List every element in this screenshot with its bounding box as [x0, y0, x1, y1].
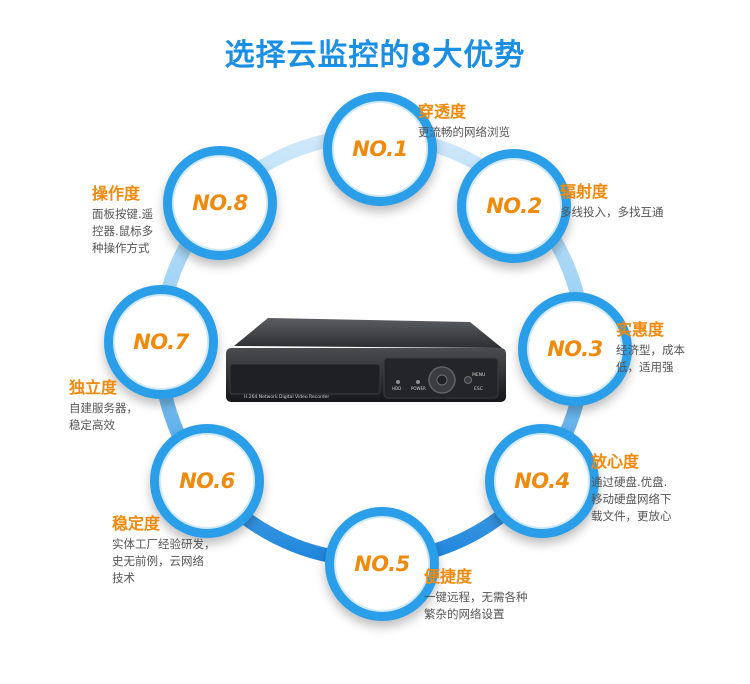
feature-heading: 独立度 — [69, 378, 118, 397]
dvr-front-label: H.264 Network Digital Video Recorder — [244, 394, 329, 400]
feature-1: 穿透度 更流畅的网络浏览 — [418, 102, 510, 141]
feature-heading: 辐射度 — [560, 182, 609, 201]
badge-no6: NO.6 — [150, 424, 264, 538]
badge-label: NO.3 — [547, 337, 603, 361]
badge-label: NO.7 — [133, 330, 189, 354]
badge-label: NO.8 — [192, 191, 248, 215]
badge-label: NO.1 — [352, 137, 408, 161]
feature-2: 辐射度 多线投入，多找互通 — [560, 182, 664, 221]
power-label: POWER — [411, 386, 426, 391]
feature-heading: 操作度 — [92, 184, 141, 203]
badge-label: NO.5 — [354, 552, 410, 576]
feature-desc: 面板按键.遥控器.鼠标多种操作方式 — [92, 207, 154, 255]
feature-desc: 经济型，成本低，适用强 — [616, 343, 685, 374]
hdd-label: HDD — [392, 386, 401, 391]
feature-heading: 放心度 — [591, 452, 640, 471]
dvr-device-image: H.264 Network Digital Video Recorder HDD… — [226, 318, 506, 402]
feature-heading: 穿透度 — [418, 102, 467, 121]
feature-5: 便捷度 一键远程，无需各种繁杂的网络设置 — [424, 567, 528, 623]
badge-no1: NO.1 — [323, 92, 437, 206]
feature-desc: 一键远程，无需各种繁杂的网络设置 — [424, 590, 528, 621]
feature-desc: 实体工厂经验研发，史无前例，云网络技术 — [112, 537, 216, 585]
badge-no3: NO.3 — [518, 292, 632, 406]
esc-label: ESC — [474, 386, 483, 392]
feature-6: 稳定度 实体工厂经验研发，史无前例，云网络技术 — [112, 514, 216, 587]
feature-4: 放心度 通过硬盘.优盘.移动硬盘网络下载文件，更放心 — [591, 452, 672, 525]
badge-no2: NO.2 — [457, 149, 571, 263]
badge-no4: NO.4 — [485, 424, 599, 538]
feature-heading: 便捷度 — [424, 567, 473, 586]
feature-3: 实惠度 经济型，成本低，适用强 — [616, 320, 685, 376]
badge-no7: NO.7 — [104, 285, 218, 399]
feature-8: 操作度 面板按键.遥控器.鼠标多种操作方式 — [92, 184, 153, 257]
badge-label: NO.2 — [486, 194, 542, 218]
feature-heading: 实惠度 — [616, 320, 665, 339]
badge-label: NO.6 — [179, 469, 235, 493]
feature-desc: 更流畅的网络浏览 — [418, 125, 510, 139]
badge-no8: NO.8 — [163, 146, 277, 260]
feature-desc: 自建服务器，稳定高效 — [69, 401, 138, 432]
badge-label: NO.4 — [514, 469, 570, 493]
badge-no5: NO.5 — [325, 507, 439, 621]
feature-desc: 多线投入，多找互通 — [560, 205, 664, 219]
menu-label: MENU — [472, 372, 485, 378]
feature-7: 独立度 自建服务器，稳定高效 — [69, 378, 138, 434]
page-title: 选择云监控的8大优势 — [224, 38, 526, 73]
feature-heading: 稳定度 — [112, 514, 161, 533]
feature-desc: 通过硬盘.优盘.移动硬盘网络下载文件，更放心 — [591, 475, 672, 523]
